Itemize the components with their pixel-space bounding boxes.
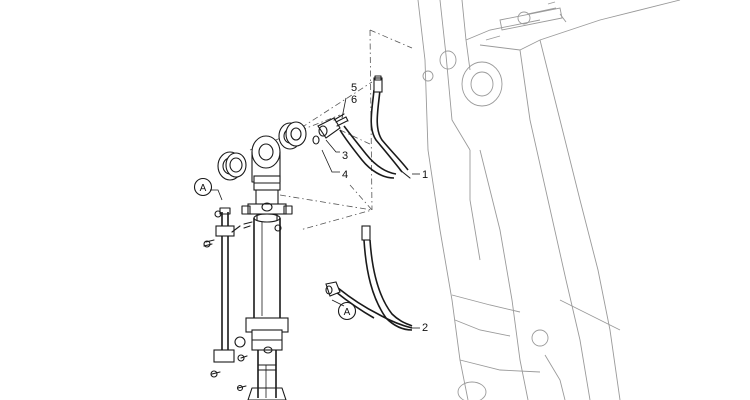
boom-arm-outline — [417, 0, 681, 400]
callout-2: 2 — [422, 322, 428, 334]
reference-a-left-label: A — [200, 183, 207, 194]
callout-5: 5 — [351, 82, 357, 94]
reference-a-left: A — [193, 177, 213, 197]
reference-a-hose-label: A — [344, 307, 351, 318]
callout-leaders — [210, 97, 420, 329]
fastener-bolts — [203, 221, 282, 392]
o-ring-small — [312, 135, 320, 145]
seal-rings-left — [217, 151, 247, 181]
hose-1 — [339, 75, 411, 179]
reference-a-hose: A — [337, 301, 357, 321]
seal-rings-right — [278, 121, 307, 150]
hose-2 — [325, 225, 413, 331]
bolt-small — [335, 116, 349, 127]
callout-1: 1 — [422, 169, 428, 181]
callout-4: 4 — [342, 169, 348, 181]
hydraulic-cylinder — [234, 135, 293, 400]
elbow-fitting — [317, 113, 345, 139]
steel-tube — [213, 207, 241, 363]
callout-6: 6 — [351, 94, 357, 106]
callout-3: 3 — [342, 150, 348, 162]
